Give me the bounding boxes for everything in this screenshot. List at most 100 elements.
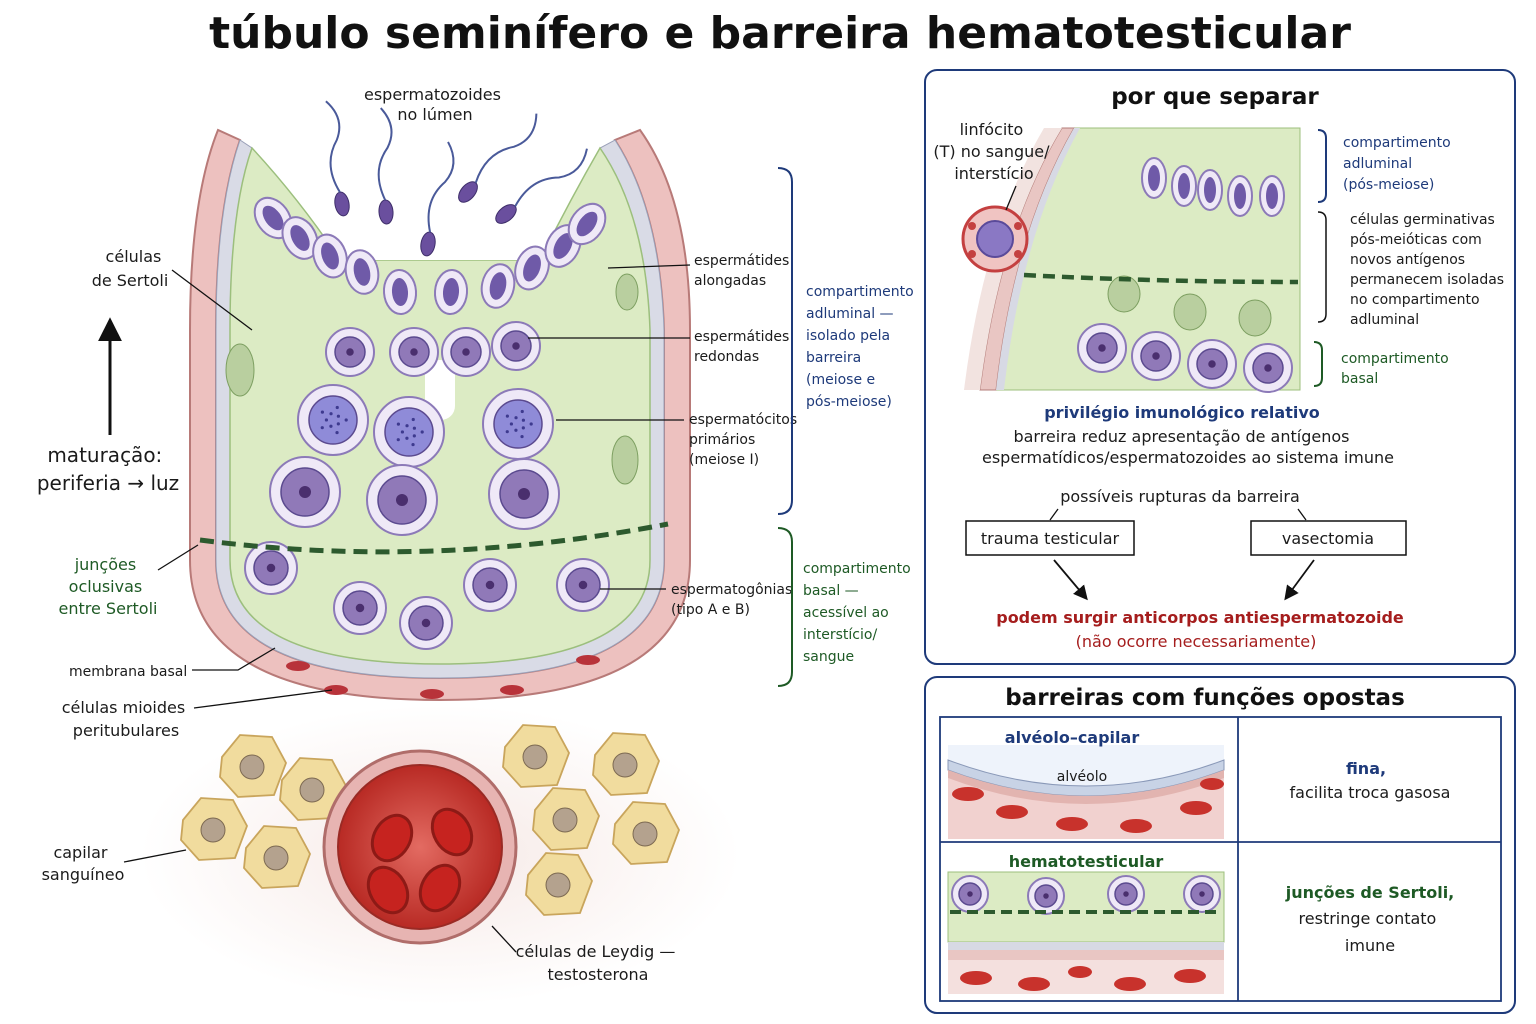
myoid-label: células mioides peritubulares: [62, 698, 191, 740]
primary-spermatocytes: [269, 384, 560, 536]
basal-compartment-label: compartimento basal — acessível ao inter…: [803, 561, 915, 665]
germ-cells-bracket: [1317, 211, 1327, 323]
junctions-label: junções oclusivas entre Sertoli: [59, 555, 158, 618]
mini-spermatogonium: [1187, 339, 1237, 389]
consequence-label: podem surgir anticorpos antiespermatozoi…: [996, 608, 1404, 627]
maturation-label: maturação: periferia → luz: [37, 443, 179, 495]
hematotesticular-germ-cells: [951, 875, 1221, 915]
leydig-cell: [612, 801, 680, 865]
tight-junctions-line: [199, 521, 669, 555]
why-panel-germ-cells: [1077, 157, 1293, 393]
mini-germ-cell: [951, 875, 989, 913]
alveolar-capillary-desc-2: facilita troca gasosa: [1290, 783, 1451, 802]
rupture-leader-left: [1049, 508, 1059, 521]
mini-germ-cell: [1107, 875, 1145, 913]
leydig-cells: [180, 724, 680, 916]
sertoli-label: células de Sertoli: [92, 247, 169, 290]
mini-elongated-spermatid: [1227, 175, 1253, 217]
alveolar-capillary-name: alvéolo–capilar: [1005, 728, 1140, 747]
elongated-spermatid: [433, 269, 469, 315]
spermatogonium: [399, 596, 453, 650]
capillary-leader: [123, 849, 187, 863]
spermatogonium: [556, 558, 610, 612]
leydig-cell: [502, 724, 570, 788]
sertoli-leader: [171, 269, 253, 331]
primary-spermatocyte: [373, 396, 445, 468]
comparison-table: [939, 716, 1502, 1002]
sertoli-nucleus: [611, 435, 639, 485]
peritubular-myoid-cells: [286, 655, 600, 699]
mini-germ-cell: [1027, 877, 1065, 915]
lymphocyte-icon: [961, 205, 1029, 273]
page-title: túbulo seminífero e barreira hematotesti…: [209, 8, 1351, 59]
leydig-cell: [592, 732, 660, 796]
spermatogonium: [333, 581, 387, 635]
leydig-cell: [219, 734, 287, 798]
capillary-label: capilar sanguíneo: [42, 843, 125, 884]
elongated-leader: [607, 264, 691, 269]
spermatogonium: [244, 541, 298, 595]
spermatogonia-label: espermatogônias (tipo A e B): [671, 582, 797, 618]
lymphocyte-label: linfócito (T) no sangue/ interstício: [933, 120, 1054, 183]
mini-elongated-spermatid: [1171, 165, 1197, 207]
adluminal-compartment-label: compartimento adluminal — isolado pela b…: [806, 284, 918, 410]
lumen-label: espermatozoides no lúmen: [364, 85, 506, 124]
leydig-cell: [532, 787, 600, 851]
hematotesticular-desc-2: restringe contato imune: [1299, 909, 1442, 955]
alveolus-image-label: alvéolo: [1057, 769, 1107, 785]
opposite-panel-title: barreiras com funções opostas: [1005, 685, 1405, 711]
primary-spermatocyte: [488, 458, 560, 530]
adluminal-bracket: [777, 167, 793, 515]
mini-spermatogonium: [1243, 343, 1293, 393]
why-basal-bracket: [1313, 341, 1323, 387]
elongated-spermatid: [514, 245, 550, 291]
primary-spermatocyte: [366, 464, 438, 536]
mini-sertoli-nucleus: [1107, 275, 1141, 313]
basal-membrane-label: membrana basal: [69, 664, 187, 680]
round-spermatids: [325, 321, 541, 377]
spermatogonium: [463, 558, 517, 612]
round-spermatid: [389, 327, 439, 377]
basal-membrane-leader: [192, 647, 276, 671]
leydig-cell: [243, 825, 311, 889]
spermatocytes-label: espermatócitos primários (meiose I): [689, 412, 802, 468]
sertoli-nucleus: [225, 343, 255, 397]
rupture-vasectomy-label: vasectomia: [1282, 529, 1374, 548]
spermatozoon: [377, 107, 394, 225]
why-panel-junction-line: [1023, 272, 1299, 285]
basal-bracket: [777, 527, 793, 687]
arrow-trauma-to-antibodies: [1053, 559, 1088, 601]
rupture-box-trauma: [965, 520, 1135, 556]
mini-elongated-spermatid: [1141, 157, 1167, 199]
elongated-spermatids: [253, 196, 607, 315]
rupture-box-vasectomy: [1250, 520, 1407, 556]
mini-elongated-spermatid: [1259, 175, 1285, 217]
germ-cells-note: células germinativas pós-meióticas com n…: [1350, 212, 1509, 328]
alveolar-capillary-illustration: [947, 745, 1225, 839]
why-adluminal-bracket: [1317, 129, 1327, 203]
why-basal-label: compartimento basal: [1341, 351, 1453, 387]
leydig-leader: [491, 925, 517, 953]
elongated-spermatid: [281, 216, 319, 260]
spermatozoon: [325, 100, 350, 217]
mini-germ-cell: [1183, 875, 1221, 913]
lymphocyte-leader: [1005, 185, 1017, 211]
primary-spermatocyte: [297, 384, 369, 456]
why-adluminal-label: compartimento adluminal (pós-meiose): [1343, 135, 1455, 193]
arrow-vasectomy-to-antibodies: [1284, 559, 1315, 601]
elongated-spermatid: [567, 202, 607, 246]
spermatozoon: [420, 141, 455, 257]
hematotesticular-name: hematotesticular: [1009, 852, 1164, 871]
hematotesticular-illustration: [947, 871, 1225, 994]
rupture-trauma-label: trauma testicular: [981, 529, 1120, 548]
spermatogonia: [244, 541, 610, 650]
sperm-in-lumen: [325, 100, 588, 257]
why-panel-title: por que separar: [1111, 84, 1319, 110]
elongated-label: espermátides alongadas: [694, 253, 794, 289]
spermatozoon: [495, 148, 588, 224]
privilege-title: privilégio imunológico relativo: [1044, 403, 1320, 422]
mini-spermatogonium: [1131, 331, 1181, 381]
leydig-cell: [180, 797, 248, 861]
elongated-spermatid: [382, 269, 418, 315]
round-spermatid: [325, 327, 375, 377]
